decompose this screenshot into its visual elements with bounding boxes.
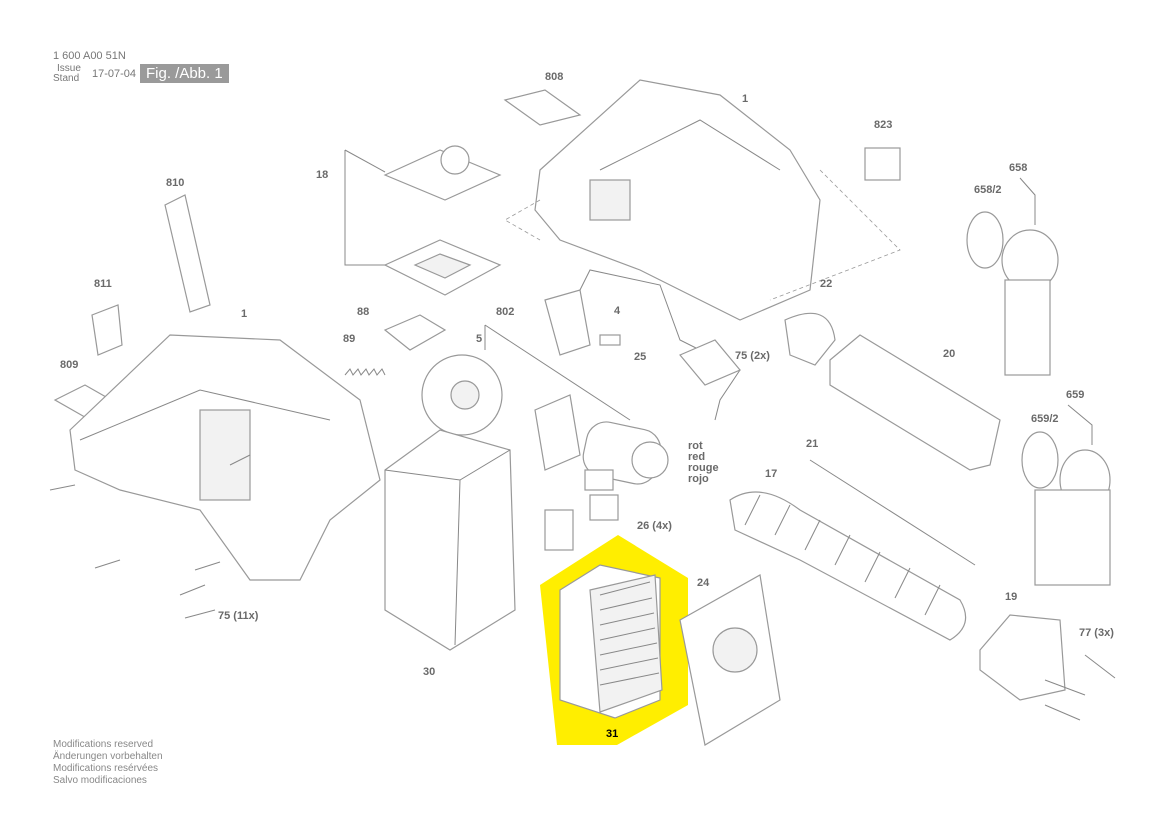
label-30: 30: [423, 666, 436, 678]
label-658-2: 658/2: [974, 184, 1002, 196]
modification-notes: Modifications reserved Änderungen vorbeh…: [53, 739, 163, 787]
screws-75: [49, 454, 251, 619]
note-de: Änderungen vorbehalten: [53, 751, 163, 762]
part-26: [584, 469, 614, 491]
label-75-11x: 75 (11x): [218, 610, 259, 622]
part-25: [599, 334, 621, 346]
part-18-top: [383, 149, 502, 201]
note-fr: Modifications resérvées: [53, 763, 159, 774]
label-802: 802: [496, 306, 515, 318]
figure-label: Fig. /Abb. 1: [140, 64, 229, 83]
part-808: [503, 89, 582, 126]
label-808: 808: [545, 71, 564, 83]
label-4: 4: [614, 305, 621, 317]
label-5: 5: [476, 333, 483, 345]
label-20: 20: [943, 348, 956, 360]
stand-label: Stand: [53, 73, 80, 84]
part-810: [164, 194, 211, 313]
label-26-4x: 26 (4x): [637, 520, 672, 532]
part-19: [979, 614, 1066, 701]
part-30-container: [384, 429, 516, 651]
label-77-3x: 77 (3x): [1079, 627, 1114, 639]
part-22: [784, 312, 836, 366]
label-24: 24: [697, 577, 710, 589]
part-659-2-ring: [1021, 431, 1059, 489]
wire-color-fr: rouge: [688, 462, 719, 474]
part-plate: [534, 394, 581, 471]
part-31-filter[interactable]: [559, 564, 663, 719]
part-823: [864, 147, 901, 181]
label-19: 19: [1005, 591, 1018, 603]
part-4-switch: [544, 289, 591, 356]
part-89-spring: [344, 368, 386, 376]
label-17: 17: [765, 468, 778, 480]
label-21: 21: [806, 438, 819, 450]
part-88: [383, 314, 447, 351]
part-1-housing-top: [534, 79, 821, 321]
part-17-hose: [729, 491, 967, 641]
wire-color-es: rojo: [688, 473, 709, 485]
label-1-top: 1: [742, 93, 749, 105]
part-658: [1001, 229, 1059, 376]
issue-label: Issue: [57, 63, 81, 74]
part-1-housing-left: [69, 334, 381, 581]
label-1-left: 1: [241, 308, 248, 320]
note-es: Salvo modificaciones: [53, 775, 147, 786]
label-88: 88: [357, 306, 370, 318]
part-21-rod: [809, 459, 976, 566]
label-22: 22: [820, 278, 833, 290]
label-658: 658: [1009, 162, 1028, 174]
label-31[interactable]: 31: [606, 728, 619, 740]
part-24-cover: [679, 574, 781, 746]
label-810: 810: [166, 177, 185, 189]
label-659-2: 659/2: [1031, 413, 1059, 425]
label-809: 809: [60, 359, 79, 371]
part-658-2-ring: [966, 211, 1004, 269]
label-89: 89: [343, 333, 356, 345]
part-811: [91, 304, 123, 356]
label-18: 18: [316, 169, 329, 181]
part-number: 1 600 A00 51N: [53, 50, 126, 62]
part-20: [829, 334, 1001, 471]
part-motor: [582, 421, 669, 485]
part-659: [1034, 449, 1111, 586]
label-823: 823: [874, 119, 893, 131]
wire-color-en: red: [688, 451, 706, 463]
issue-date: 17-07-04: [92, 68, 137, 80]
label-811: 811: [94, 278, 112, 290]
label-659: 659: [1066, 389, 1085, 401]
label-25: 25: [634, 351, 647, 363]
wire-color-label: rot red rouge rojo: [688, 441, 719, 485]
wire-color-de: rot: [688, 440, 703, 452]
note-en: Modifications reserved: [53, 739, 154, 750]
label-75-2x: 75 (2x): [735, 350, 770, 362]
